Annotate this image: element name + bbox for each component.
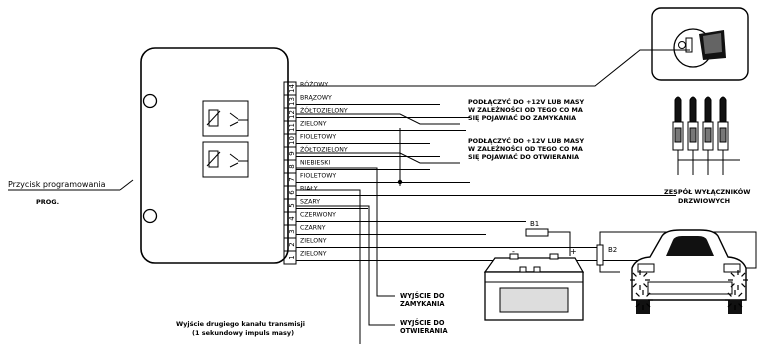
- light-ray: [643, 283, 648, 288]
- mounting-hole-bottom: [142, 208, 158, 224]
- wire-fuse-to-plus: [548, 231, 571, 256]
- connector-pins: 14 13 12 11 10 9 8 7 6 5 4 3 2 1: [288, 84, 296, 260]
- unlock-output-line-1: WYJŚCIE DO: [400, 318, 445, 327]
- light-ray: [632, 283, 637, 288]
- door-switches-label-2: DRZWIOWYCH: [678, 197, 730, 205]
- light-ray: [741, 283, 746, 288]
- lock-output-line-1: WYJŚCIE DO: [400, 291, 445, 300]
- battery-minus: -: [512, 247, 515, 256]
- wire-label: SZARY: [300, 199, 320, 206]
- light-ray: [741, 272, 746, 277]
- wire-labels: RÓŻOWY BRĄZOWY ŻÓŁTOZIELONY ZIELONY FIOLETOW…: [300, 80, 348, 258]
- light-ray: [738, 303, 743, 308]
- battery-plus: +: [570, 247, 577, 256]
- prog-button-text: PROG.: [36, 198, 59, 206]
- control-unit: [140, 47, 289, 264]
- door-switch: [702, 96, 714, 175]
- pin-number: 1: [288, 255, 296, 259]
- connector-dividers: [284, 94, 296, 252]
- car: [631, 229, 747, 314]
- lock-output-line-2: ZAMYKANIA: [400, 300, 445, 308]
- pin-number: 2: [288, 242, 296, 246]
- pin-number: 6: [288, 190, 296, 195]
- light-ray: [646, 292, 651, 297]
- mounting-hole-top: [142, 93, 158, 109]
- pin-number: 3: [288, 229, 296, 233]
- wire-label: FIOLETOWY: [300, 173, 336, 180]
- wire-second-channel: [296, 189, 361, 344]
- programming-leader: [119, 179, 134, 191]
- wire-label: ŻÓŁTOZIELONY: [300, 106, 348, 115]
- wire-label: ZIELONY: [300, 121, 327, 128]
- wire-label: BIAŁY: [300, 186, 318, 193]
- wire-label: CZERWONY: [300, 212, 336, 219]
- pin-number: 11: [288, 123, 296, 132]
- light-ray: [727, 303, 732, 308]
- pin-number: 4: [288, 216, 296, 221]
- battery: [483, 253, 585, 321]
- pin-number: 8: [288, 164, 296, 168]
- light-ray: [738, 292, 743, 297]
- door-switch: [717, 96, 729, 175]
- pin-number: 5: [288, 203, 296, 207]
- light-ray: [635, 303, 640, 308]
- lock-note-line-3: SIĘ POJAWIAĆ DO ZAMYKANIA: [468, 113, 576, 122]
- fuse-b2-label: B2: [608, 246, 617, 254]
- car-light-rays: [630, 270, 748, 310]
- pin-number: 9: [288, 151, 296, 155]
- wire-label: CZARNY: [300, 225, 326, 232]
- fuse-b1: [525, 228, 549, 237]
- wire-label: BRĄZOWY: [300, 94, 332, 102]
- light-ray: [632, 272, 637, 277]
- wire-label: FIOLETOWY: [300, 134, 336, 141]
- wire-to-unlock-note: [296, 152, 460, 164]
- relay-lock: [202, 100, 249, 137]
- door-switch-icons: [672, 96, 729, 175]
- ignition-switch: [651, 7, 749, 81]
- unlock-note-line-1: PODŁĄCZYĆ DO +12V LUB MASY: [468, 136, 585, 145]
- wire-fuse-b2: [599, 231, 757, 269]
- second-channel-line-2: (1 sekundowy impuls masy): [192, 329, 294, 337]
- fuse-b2: [596, 244, 604, 266]
- lock-note-line-2: W ZALEŻNOŚCI OD TEGO CO MA: [468, 105, 583, 114]
- light-ray: [635, 292, 640, 297]
- light-ray: [646, 303, 651, 308]
- wire-label: ZIELONY: [300, 251, 327, 258]
- light-ray: [727, 292, 732, 297]
- wire-b2-to-car: [599, 265, 620, 273]
- programming-button-label: Przycisk programowania: [8, 180, 106, 189]
- junction-dot: [397, 179, 403, 185]
- lock-note-line-1: PODŁĄCZYĆ DO +12V LUB MASY: [468, 97, 585, 106]
- light-ray: [730, 283, 735, 288]
- fuse-b1-label: B1: [530, 220, 539, 228]
- relay-unlock: [202, 141, 249, 178]
- unlock-note-line-3: SIĘ POJAWIAĆ DO OTWIERANIA: [468, 152, 579, 161]
- pin-number: 7: [288, 177, 296, 181]
- second-channel-line-1: Wyjście drugiego kanału transmisji: [176, 320, 305, 328]
- unlock-output-line-2: OTWIERANIA: [400, 327, 448, 335]
- door-switch: [672, 96, 684, 175]
- wire-label: NIEBIESKI: [300, 160, 330, 167]
- pin-number: 10: [288, 136, 296, 145]
- door-switch-group: [677, 159, 740, 175]
- wire-to-lock-note: [296, 113, 460, 125]
- wire-label: ZIELONY: [300, 238, 327, 245]
- light-ray: [643, 272, 648, 277]
- wire-label: RÓŻOWY: [300, 80, 328, 89]
- door-switches-label-1: ZESPÓŁ WYŁĄCZNIKÓW: [664, 187, 750, 196]
- pin-number: 12: [288, 110, 296, 119]
- wire-to-ignition: [296, 49, 690, 87]
- door-switch: [687, 96, 699, 175]
- pin-number: 14: [288, 84, 296, 93]
- pin-number: 13: [288, 97, 296, 106]
- wire-label: ŻÓŁTOZIELONY: [300, 145, 348, 154]
- wire-to-unlock-output: [296, 205, 395, 326]
- light-ray: [730, 272, 735, 277]
- unlock-note-line-2: W ZALEŻNOŚCI OD TEGO CO MA: [468, 144, 583, 153]
